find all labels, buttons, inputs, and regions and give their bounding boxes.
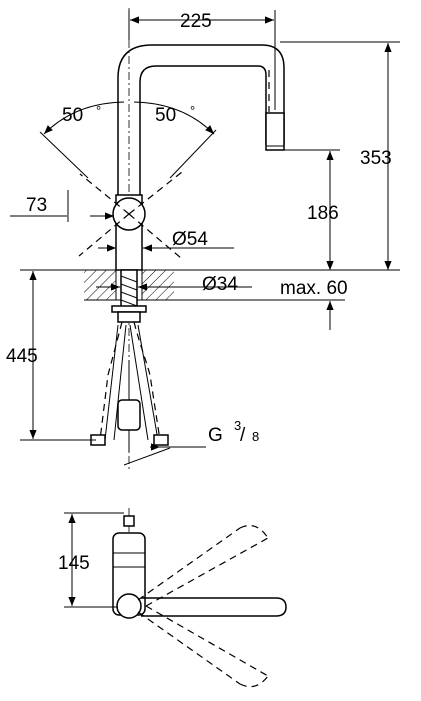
plan-lever	[141, 597, 287, 617]
swivel-right-degree: °	[190, 103, 195, 118]
handle-offset-label: 73	[26, 195, 47, 216]
plan-depth-label: 145	[58, 553, 90, 574]
spout-reach-label: 225	[180, 11, 212, 32]
hole-diameter-label: Ø34	[202, 274, 238, 295]
swivel-left-angle: 50	[62, 105, 83, 126]
thread-prefix-label: G	[208, 425, 223, 446]
thread-numerator: 3	[234, 418, 241, 433]
hose-length-label: 445	[6, 346, 38, 367]
spout	[117, 44, 285, 195]
swivel-right-angle: 50	[155, 105, 176, 126]
total-height-label: 353	[360, 148, 392, 169]
max-thickness-label: max. 60	[280, 278, 348, 299]
swivel-left-degree: °	[96, 103, 101, 118]
spout-outlet-height-label: 186	[307, 203, 339, 224]
front-view: 50 ° 50 ° 225 353 186 73 Ø54	[6, 8, 400, 470]
plan-view: 145	[58, 508, 287, 688]
spray-head	[265, 112, 285, 151]
thread-slash: /	[240, 425, 246, 446]
body-diameter-label: Ø54	[172, 229, 208, 250]
thread-denominator: 8	[252, 429, 259, 444]
